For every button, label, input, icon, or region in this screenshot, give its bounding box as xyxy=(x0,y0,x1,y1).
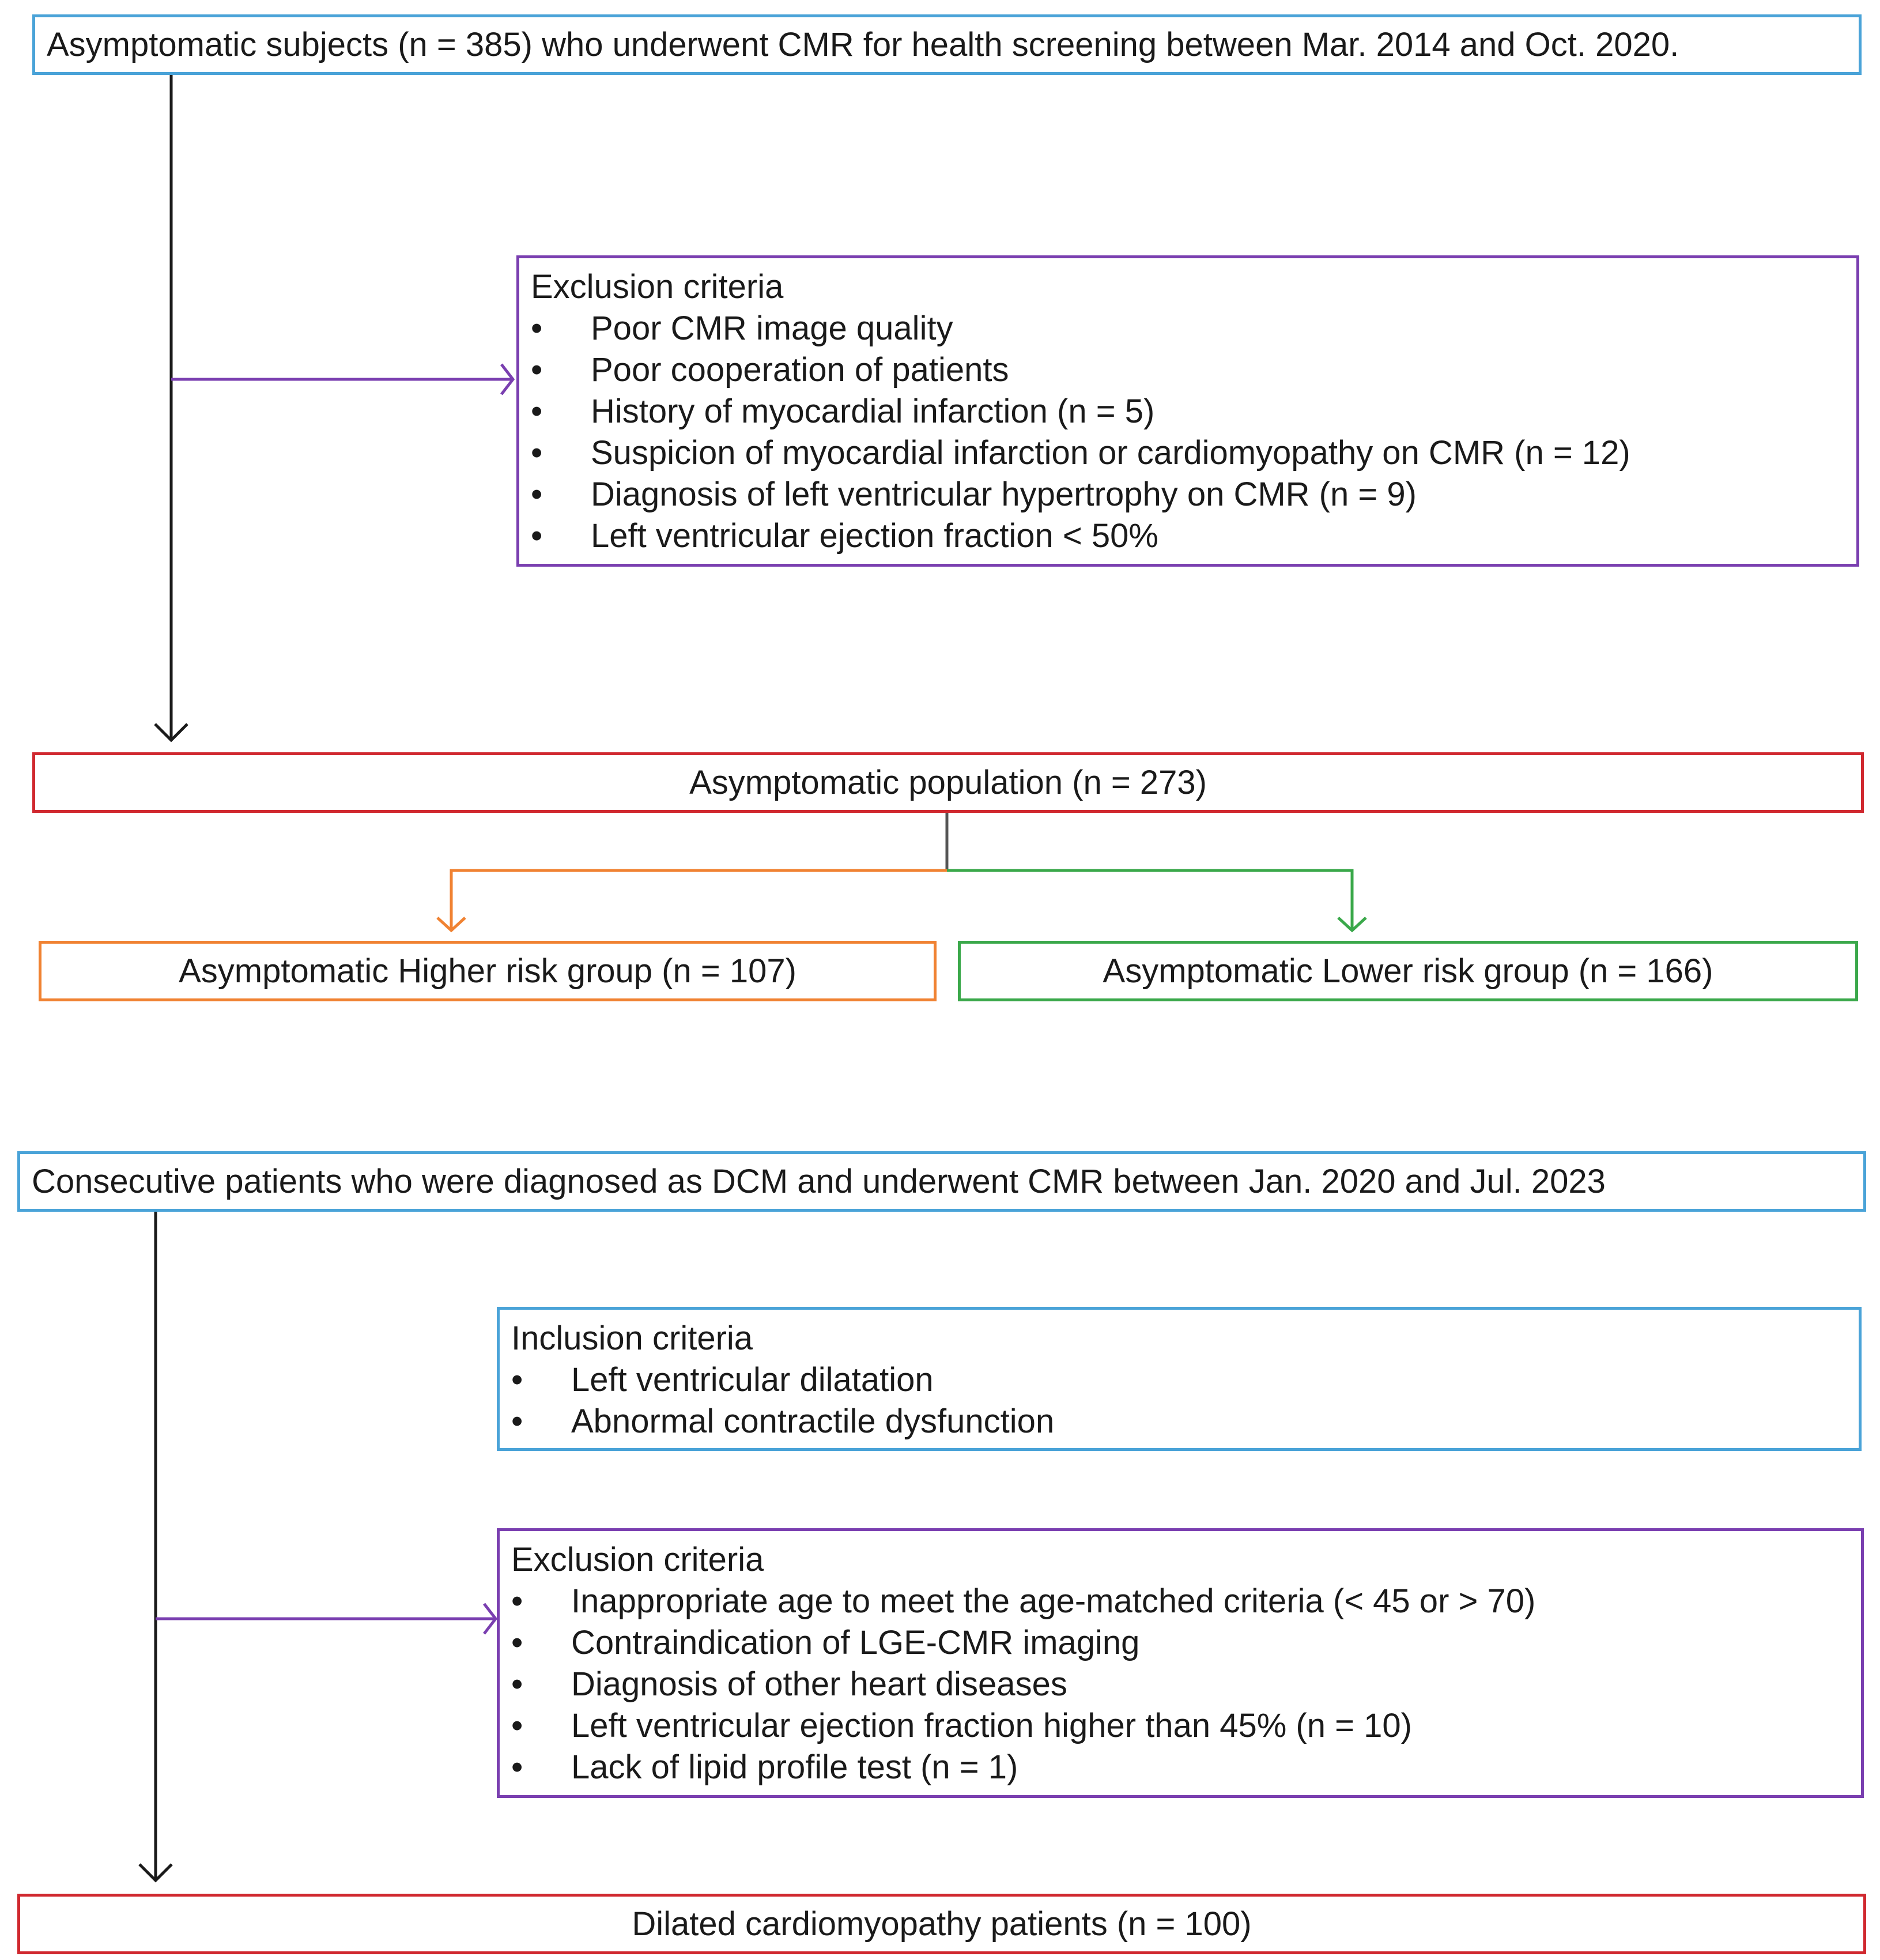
list-item: • Poor cooperation of patients xyxy=(531,349,1845,391)
source-box-dcm: Consecutive patients who were diagnosed … xyxy=(17,1151,1866,1212)
bullet: • xyxy=(511,1665,523,1703)
bullet: • xyxy=(511,1403,523,1440)
lower-risk-text: Asymptomatic Lower risk group (n = 166) xyxy=(1103,952,1713,990)
list-item: • Left ventricular ejection fraction high… xyxy=(511,1705,1849,1747)
arrowhead-to-higher xyxy=(436,917,466,933)
bullet: • xyxy=(511,1582,523,1620)
bullet: • xyxy=(531,351,543,389)
list-item: • Suspicion of myocardial infarction or c… xyxy=(531,432,1845,474)
list-item-text: Diagnosis of other heart diseases xyxy=(571,1665,1067,1703)
list-item-text: Left ventricular ejection fraction < 50% xyxy=(591,517,1158,555)
result-text-dcm: Dilated cardiomyopathy patients (n = 100… xyxy=(632,1905,1252,1943)
bullet: • xyxy=(531,517,543,555)
list-item-text: Poor cooperation of patients xyxy=(591,351,1009,389)
bullet: • xyxy=(531,476,543,513)
list-item: • Lack of lipid profile test (n = 1) xyxy=(511,1747,1849,1788)
list-item: • Abnormal contractile dysfunction xyxy=(511,1401,1847,1442)
inclusion-list-dcm: • Left ventricular dilatation • Abnormal c… xyxy=(511,1359,1847,1442)
source-text-dcm: Consecutive patients who were diagnosed … xyxy=(32,1162,1606,1200)
arrowhead-to-lower xyxy=(1337,917,1367,933)
bullet: • xyxy=(511,1361,523,1399)
arrowhead-to-result xyxy=(138,1863,173,1883)
list-item: • Diagnosis of other heart diseases xyxy=(511,1664,1849,1705)
higher-risk-text: Asymptomatic Higher risk group (n = 107) xyxy=(179,952,796,990)
population-box: Asymptomatic population (n = 273) xyxy=(32,752,1864,813)
population-text: Asymptomatic population (n = 273) xyxy=(689,763,1207,801)
list-item-text: Left ventricular dilatation xyxy=(571,1361,934,1399)
list-item-text: Contraindication of LGE-CMR imaging xyxy=(571,1624,1140,1661)
source-text-asymptomatic: Asymptomatic subjects (n = 385) who unde… xyxy=(47,25,1679,63)
bullet: • xyxy=(531,310,543,347)
list-item-text: Suspicion of myocardial infarction or ca… xyxy=(591,434,1630,472)
list-item: • Poor CMR image quality xyxy=(531,308,1845,349)
list-item: • Left ventricular dilatation xyxy=(511,1359,1847,1401)
arrowhead-to-population xyxy=(154,723,188,742)
inclusion-title-dcm: Inclusion criteria xyxy=(511,1320,753,1357)
lower-risk-box: Asymptomatic Lower risk group (n = 166) xyxy=(958,941,1858,1001)
exclusion-title-dcm: Exclusion criteria xyxy=(511,1541,764,1578)
list-item-text: Diagnosis of left ventricular hypertroph… xyxy=(591,476,1417,513)
arrowhead-to-exclusion-2 xyxy=(483,1603,498,1635)
exclusion-list-dcm: • Inappropriate age to meet the age-match… xyxy=(511,1581,1849,1788)
bullet: • xyxy=(511,1624,523,1661)
exclusion-box-dcm: Exclusion criteria • Inappropriate age to… xyxy=(497,1528,1864,1798)
bullet: • xyxy=(531,393,543,430)
arrowhead-to-exclusion-1 xyxy=(500,363,515,395)
list-item-text: Abnormal contractile dysfunction xyxy=(571,1403,1055,1440)
exclusion-box-asymptomatic: Exclusion criteria • Poor CMR image quali… xyxy=(516,255,1859,567)
exclusion-title-asymptomatic: Exclusion criteria xyxy=(531,268,784,306)
list-item: • Diagnosis of left ventricular hypertrop… xyxy=(531,474,1845,515)
list-item: • Inappropriate age to meet the age-match… xyxy=(511,1581,1849,1622)
split-line-lower xyxy=(947,869,1354,929)
list-item: • Left ventricular ejection fraction < 50… xyxy=(531,515,1845,557)
higher-risk-box: Asymptomatic Higher risk group (n = 107) xyxy=(39,941,937,1001)
result-box-dcm: Dilated cardiomyopathy patients (n = 100… xyxy=(17,1894,1866,1954)
list-item-text: Left ventricular ejection fraction highe… xyxy=(571,1707,1412,1744)
list-item: • Contraindication of LGE-CMR imaging xyxy=(511,1622,1849,1664)
bullet: • xyxy=(511,1748,523,1786)
list-item: • History of myocardial infarction (n = 5… xyxy=(531,391,1845,432)
bullet: • xyxy=(511,1707,523,1744)
list-item-text: Poor CMR image quality xyxy=(591,310,953,347)
list-item-text: History of myocardial infarction (n = 5) xyxy=(591,393,1155,430)
list-item-text: Inappropriate age to meet the age-matche… xyxy=(571,1582,1536,1620)
source-box-asymptomatic: Asymptomatic subjects (n = 385) who unde… xyxy=(32,14,1862,75)
split-line-higher xyxy=(450,869,947,929)
exclusion-list-asymptomatic: • Poor CMR image quality • Poor cooperatio… xyxy=(531,308,1845,557)
inclusion-box-dcm: Inclusion criteria • Left ventricular dil… xyxy=(497,1307,1862,1451)
bullet: • xyxy=(531,434,543,472)
list-item-text: Lack of lipid profile test (n = 1) xyxy=(571,1748,1018,1786)
